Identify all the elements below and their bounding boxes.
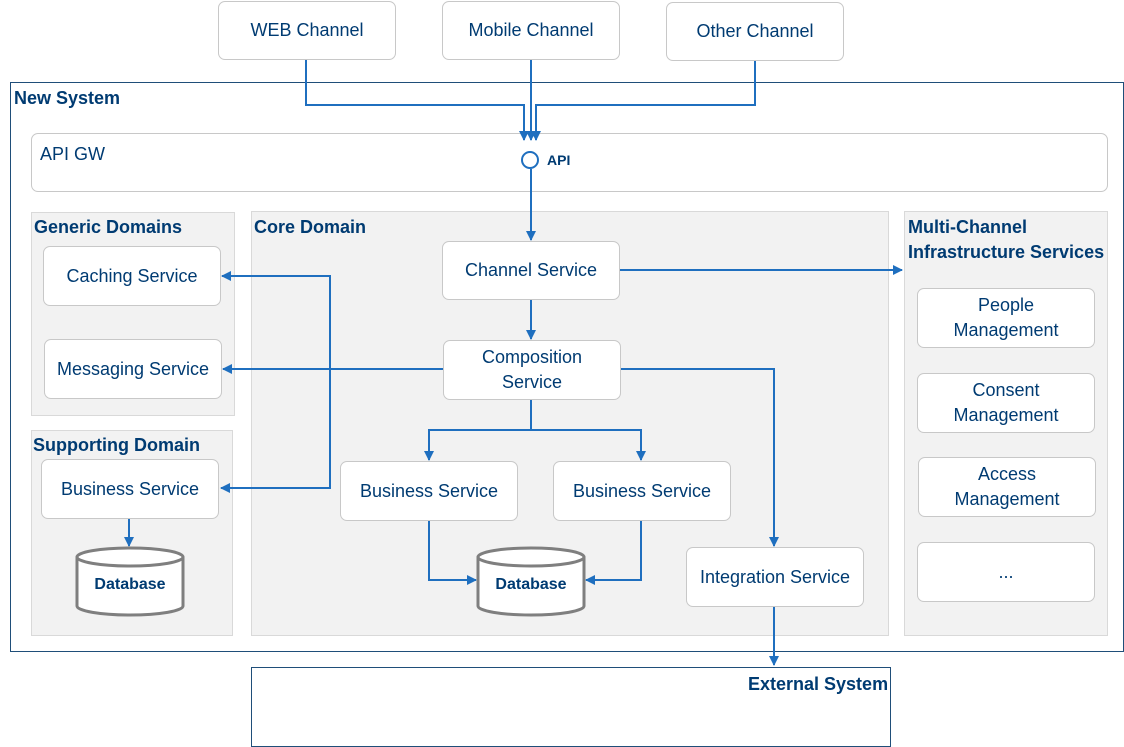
caching-service-node[interactable]: Caching Service [43,246,221,306]
more-services-node[interactable]: ... [917,542,1095,602]
web-channel-node[interactable]: WEB Channel [218,1,396,60]
multi-channel-title-line2: Infrastructure Services [908,242,1105,262]
mobile-channel-node[interactable]: Mobile Channel [442,1,620,60]
integration-service-node[interactable]: Integration Service [686,547,864,607]
composition-to-supporting-business [220,369,331,493]
access-management-node[interactable]: Access Management [918,457,1096,517]
new-system-title: New System [14,88,121,108]
supporting-database-icon [75,546,185,617]
api-gateway-label: API GW [40,144,106,164]
composition-to-business-2 [531,429,646,461]
channel-service-node[interactable]: Channel Service [442,241,620,300]
generic-domains-title: Generic Domains [34,217,183,237]
api-endpoint-icon [521,151,539,169]
core-domain-title: Core Domain [254,217,367,237]
business-service-node-1[interactable]: Business Service [340,461,518,521]
api-gateway-box: API GW [31,133,1108,192]
access-management-label: Access Management [954,464,1060,509]
other-channel-connector [531,60,756,141]
messaging-service-node[interactable]: Messaging Service [44,339,222,399]
core-database-icon [476,546,586,617]
consent-management-node[interactable]: Consent Management [917,373,1095,433]
composition-service-label: Composition Service [481,347,583,392]
multi-channel-title-line1: Multi-Channel [908,217,1027,237]
composition-to-business-1 [424,399,532,461]
composition-to-integration [620,368,779,547]
supporting-domain-title: Supporting Domain [33,435,200,455]
people-management-node[interactable]: People Management [917,288,1095,348]
consent-management-label: Consent Management [953,380,1059,425]
business-2-to-database [585,520,642,585]
other-channel-node[interactable]: Other Channel [666,2,844,61]
external-system-title: External System [748,674,889,694]
supporting-business-service-node[interactable]: Business Service [41,459,219,519]
business-service-node-2[interactable]: Business Service [553,461,731,521]
supporting-database-label: Database [94,576,166,593]
composition-service-node[interactable]: Composition Service [443,340,621,400]
web-channel-connector [305,59,529,141]
people-management-label: People Management [953,295,1059,340]
composition-to-caching [221,271,331,369]
api-label: API [547,152,571,168]
business-1-to-database [428,520,477,585]
core-database-label: Database [495,576,567,593]
